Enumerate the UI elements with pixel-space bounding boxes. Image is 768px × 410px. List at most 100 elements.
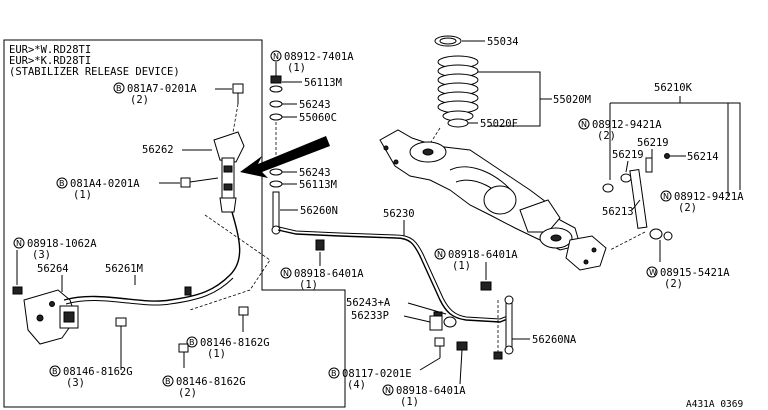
shock-absorber-56213-icon: [602, 157, 653, 229]
label-55034: 55034: [487, 36, 519, 48]
label-56219-left: 56219: [612, 149, 644, 161]
label-56113M-bottom: 56113M: [299, 179, 337, 191]
svg-text:W: W: [649, 268, 657, 277]
bolt-prefix-letter: B: [116, 84, 122, 93]
stabilizer-release-valve-icon: [213, 131, 245, 213]
label-56262: 56262: [142, 144, 174, 156]
label-08918-1062A: 08918-1062A: [27, 238, 97, 250]
label-08918-6401A-bottom: 08918-6401A: [396, 385, 466, 397]
nut-08918-1062A-icon: [12, 286, 23, 295]
label-08146-8162G-3: 08146-8162G: [63, 366, 133, 378]
label-56260NA: 56260NA: [532, 334, 577, 346]
qty-08918-1062A: (3): [32, 249, 51, 261]
label-08918-6401A-left: 08918-6401A: [294, 268, 364, 280]
qty-08912-9421A-upper: (2): [597, 130, 616, 142]
nut-bottom-icon: [456, 341, 468, 351]
bushing-bottom-icon: [269, 180, 283, 188]
label-08912-9421A-upper: 08912-9421A: [592, 119, 662, 131]
nut-top-icon: [270, 75, 282, 84]
label-55020F: 55020F: [480, 118, 518, 130]
connecting-rod-56260N-icon: [271, 191, 281, 235]
spring-seat-55020F-icon: [447, 118, 469, 128]
qty-08912-9421A-lower: (2): [678, 202, 697, 214]
label-08918-6401A-mid: 08918-6401A: [448, 249, 518, 261]
label-56233P: 56233P: [351, 310, 389, 322]
label-56243-A: 56243+A: [346, 297, 391, 309]
bushing-top-icon: [269, 85, 283, 93]
label-08146-8162G-1: 08146-8162G: [200, 337, 270, 349]
insulator-icon: [269, 113, 283, 121]
label-081A4-0201A: 081A4-0201A: [70, 178, 140, 190]
label-08915-5421A: 08915-5421A: [660, 267, 730, 279]
hose-56261M: [63, 211, 241, 302]
inset-title-3: (STABILIZER RELEASE DEVICE): [9, 66, 180, 78]
bolt-08117-icon: [434, 337, 445, 358]
pointer-arrow-icon: [240, 136, 330, 178]
qty-08146-8162G-1: (1): [207, 348, 226, 360]
svg-text:B: B: [59, 179, 65, 188]
qty-081A4-0201A: (1): [73, 189, 92, 201]
stabilizer-bar-56230: [277, 229, 511, 323]
svg-text:N: N: [385, 386, 391, 395]
svg-text:B: B: [189, 338, 195, 347]
bolt-56214-icon: [664, 153, 670, 159]
bolt-prefix-circle: [113, 82, 125, 94]
rear-axle-housing-icon: [379, 129, 607, 271]
label-56264: 56264: [37, 263, 69, 275]
bushing-56233P-icon: [429, 315, 457, 331]
washer-top-icon: [269, 100, 283, 108]
svg-text:B: B: [331, 369, 337, 378]
qty-08146-8162G-2: (2): [178, 387, 197, 399]
inset-frame: [3, 39, 346, 408]
svg-text:N: N: [437, 250, 443, 259]
bolt-inset-left-icon: [115, 317, 127, 340]
label-081A7-0201A: 081A7-0201A: [127, 83, 197, 95]
bolt-inset-mid-icon: [178, 343, 189, 368]
label-08146-8162G-2: 08146-8162G: [176, 376, 246, 388]
qty-08918-6401A-mid: (1): [452, 260, 471, 272]
nut-rod-bottom-icon: [493, 351, 503, 360]
label-56230: 56230: [383, 208, 415, 220]
svg-text:N: N: [283, 269, 289, 278]
label-56213: 56213: [602, 206, 634, 218]
connecting-rod-56260NA-icon: [504, 295, 514, 355]
washer-bottom-icon: [269, 168, 283, 176]
label-55020M: 55020M: [553, 94, 591, 106]
qty-08918-6401A-left: (1): [299, 279, 318, 291]
svg-text:N: N: [16, 239, 22, 248]
label-08117-0201E: 08117-0201E: [342, 368, 412, 380]
svg-text:N: N: [273, 52, 279, 61]
qty-08918-6401A-bottom: (1): [400, 396, 419, 408]
qty-08915-5421A: (2): [664, 278, 683, 290]
qty-08912-7401A: (1): [287, 62, 306, 74]
label-56113M-top: 56113M: [304, 77, 342, 89]
shock-lower-mount-icon: [649, 228, 673, 241]
svg-text:N: N: [581, 120, 587, 129]
label-56219-right: 56219: [637, 137, 669, 149]
label-56243-bottom: 56243: [299, 167, 331, 179]
label-56243-top: 56243: [299, 99, 331, 111]
label-56261M: 56261M: [105, 263, 143, 275]
inset-title-1: EUR>*W.RD28TI: [9, 44, 91, 56]
qty-08117-0201E: (4): [347, 379, 366, 391]
bolt-081A7-icon: [232, 83, 244, 104]
qty-081A7-0201A: (2): [130, 94, 149, 106]
svg-text:N: N: [663, 192, 669, 201]
bump-rubber-55034-icon: [434, 35, 462, 47]
diagram-reference-code: A431A 0369: [686, 399, 743, 410]
coil-spring-55020M-icon: [437, 55, 479, 122]
hose-clip-icon: [184, 286, 192, 296]
label-56210K: 56210K: [654, 82, 693, 94]
label-56214: 56214: [687, 151, 719, 163]
svg-text:B: B: [165, 377, 171, 386]
clamp-left-icon: [315, 239, 325, 251]
bolt-081A4-icon: [180, 177, 219, 188]
svg-text:B: B: [52, 367, 58, 376]
label-08912-7401A: 08912-7401A: [284, 51, 354, 63]
inset-title-2: EUR>*K.RD28TI: [9, 55, 91, 67]
label-56260N: 56260N: [300, 205, 338, 217]
bolt-inset-right-icon: [238, 306, 249, 332]
bracket-56264-icon: [23, 289, 79, 345]
